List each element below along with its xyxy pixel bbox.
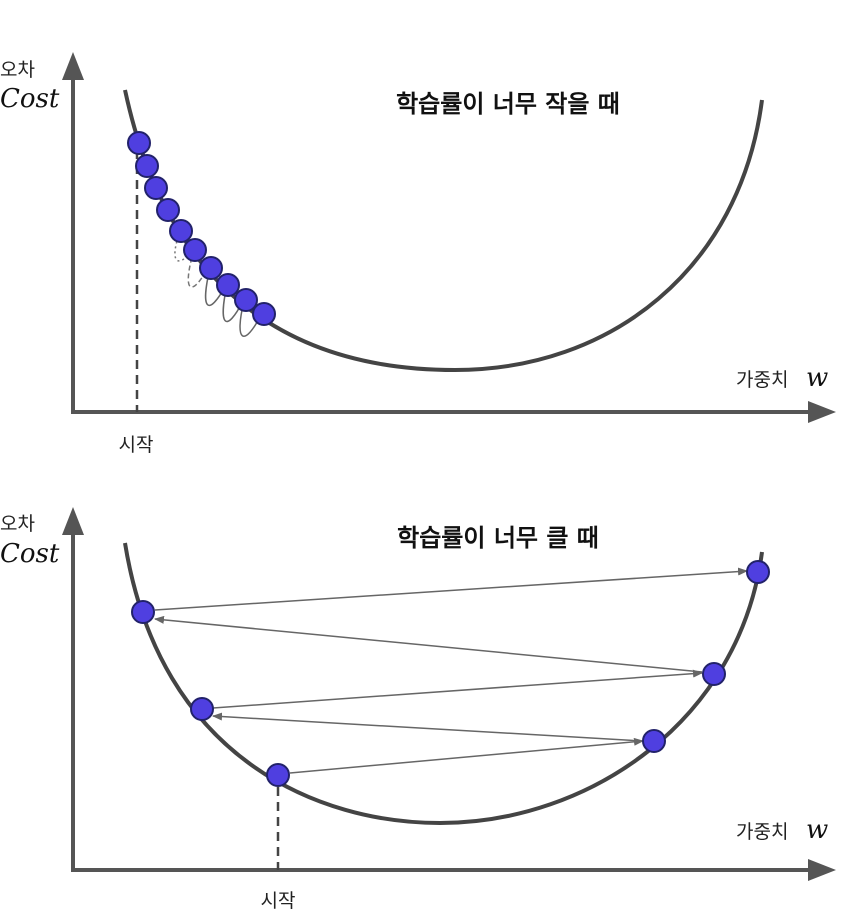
x-axis-label-korean: 가중치	[736, 821, 788, 843]
descent-point	[746, 560, 770, 584]
descent-point	[169, 219, 193, 243]
descent-point	[252, 302, 276, 326]
y-axis-label-korean: 오차	[0, 513, 35, 535]
descent-point	[135, 154, 159, 178]
y-axis-arrowhead	[62, 52, 84, 80]
x-axis-label-korean: 가중치	[736, 369, 788, 391]
y-axis-label-korean: 오차	[0, 59, 35, 81]
descent-point	[144, 176, 168, 200]
descent-point	[183, 238, 207, 262]
panel-small-learning-rate: 오차 Cost 학습률이 너무 작을 때 가중치 w 시작	[0, 52, 836, 456]
descent-point	[216, 273, 240, 297]
x-axis-arrowhead	[808, 859, 836, 881]
panel-title: 학습률이 너무 클 때	[397, 524, 599, 552]
descent-point	[266, 763, 290, 787]
start-label: 시작	[119, 434, 154, 456]
jump-arrow	[212, 712, 644, 742]
descent-point	[702, 662, 726, 686]
jump-arrow	[154, 567, 748, 611]
descent-point	[190, 697, 214, 721]
descent-point	[234, 288, 258, 312]
descent-point	[127, 131, 151, 155]
x-axis-arrowhead	[808, 401, 836, 423]
descent-point	[199, 256, 223, 280]
start-label: 시작	[261, 890, 296, 912]
panel-title: 학습률이 너무 작을 때	[396, 90, 620, 118]
cost-curve	[123, 89, 764, 373]
descent-point	[156, 198, 180, 222]
jump-arrow	[154, 615, 703, 673]
jump-arrow	[289, 737, 644, 774]
panel-large-learning-rate: 오차 Cost 학습률이 너무 클 때 가중치 w 시작	[0, 507, 836, 912]
descent-point	[642, 729, 666, 753]
descent-point	[131, 600, 155, 624]
x-axis-label-w: w	[806, 815, 828, 845]
x-axis-label-w: w	[806, 363, 828, 393]
y-axis-arrowhead	[62, 507, 84, 535]
step-arc	[239, 300, 262, 337]
y-axis-label-cost: Cost	[0, 539, 60, 569]
jump-arrow	[212, 669, 703, 709]
cost-curve	[123, 542, 764, 826]
y-axis-label-cost: Cost	[0, 84, 60, 114]
